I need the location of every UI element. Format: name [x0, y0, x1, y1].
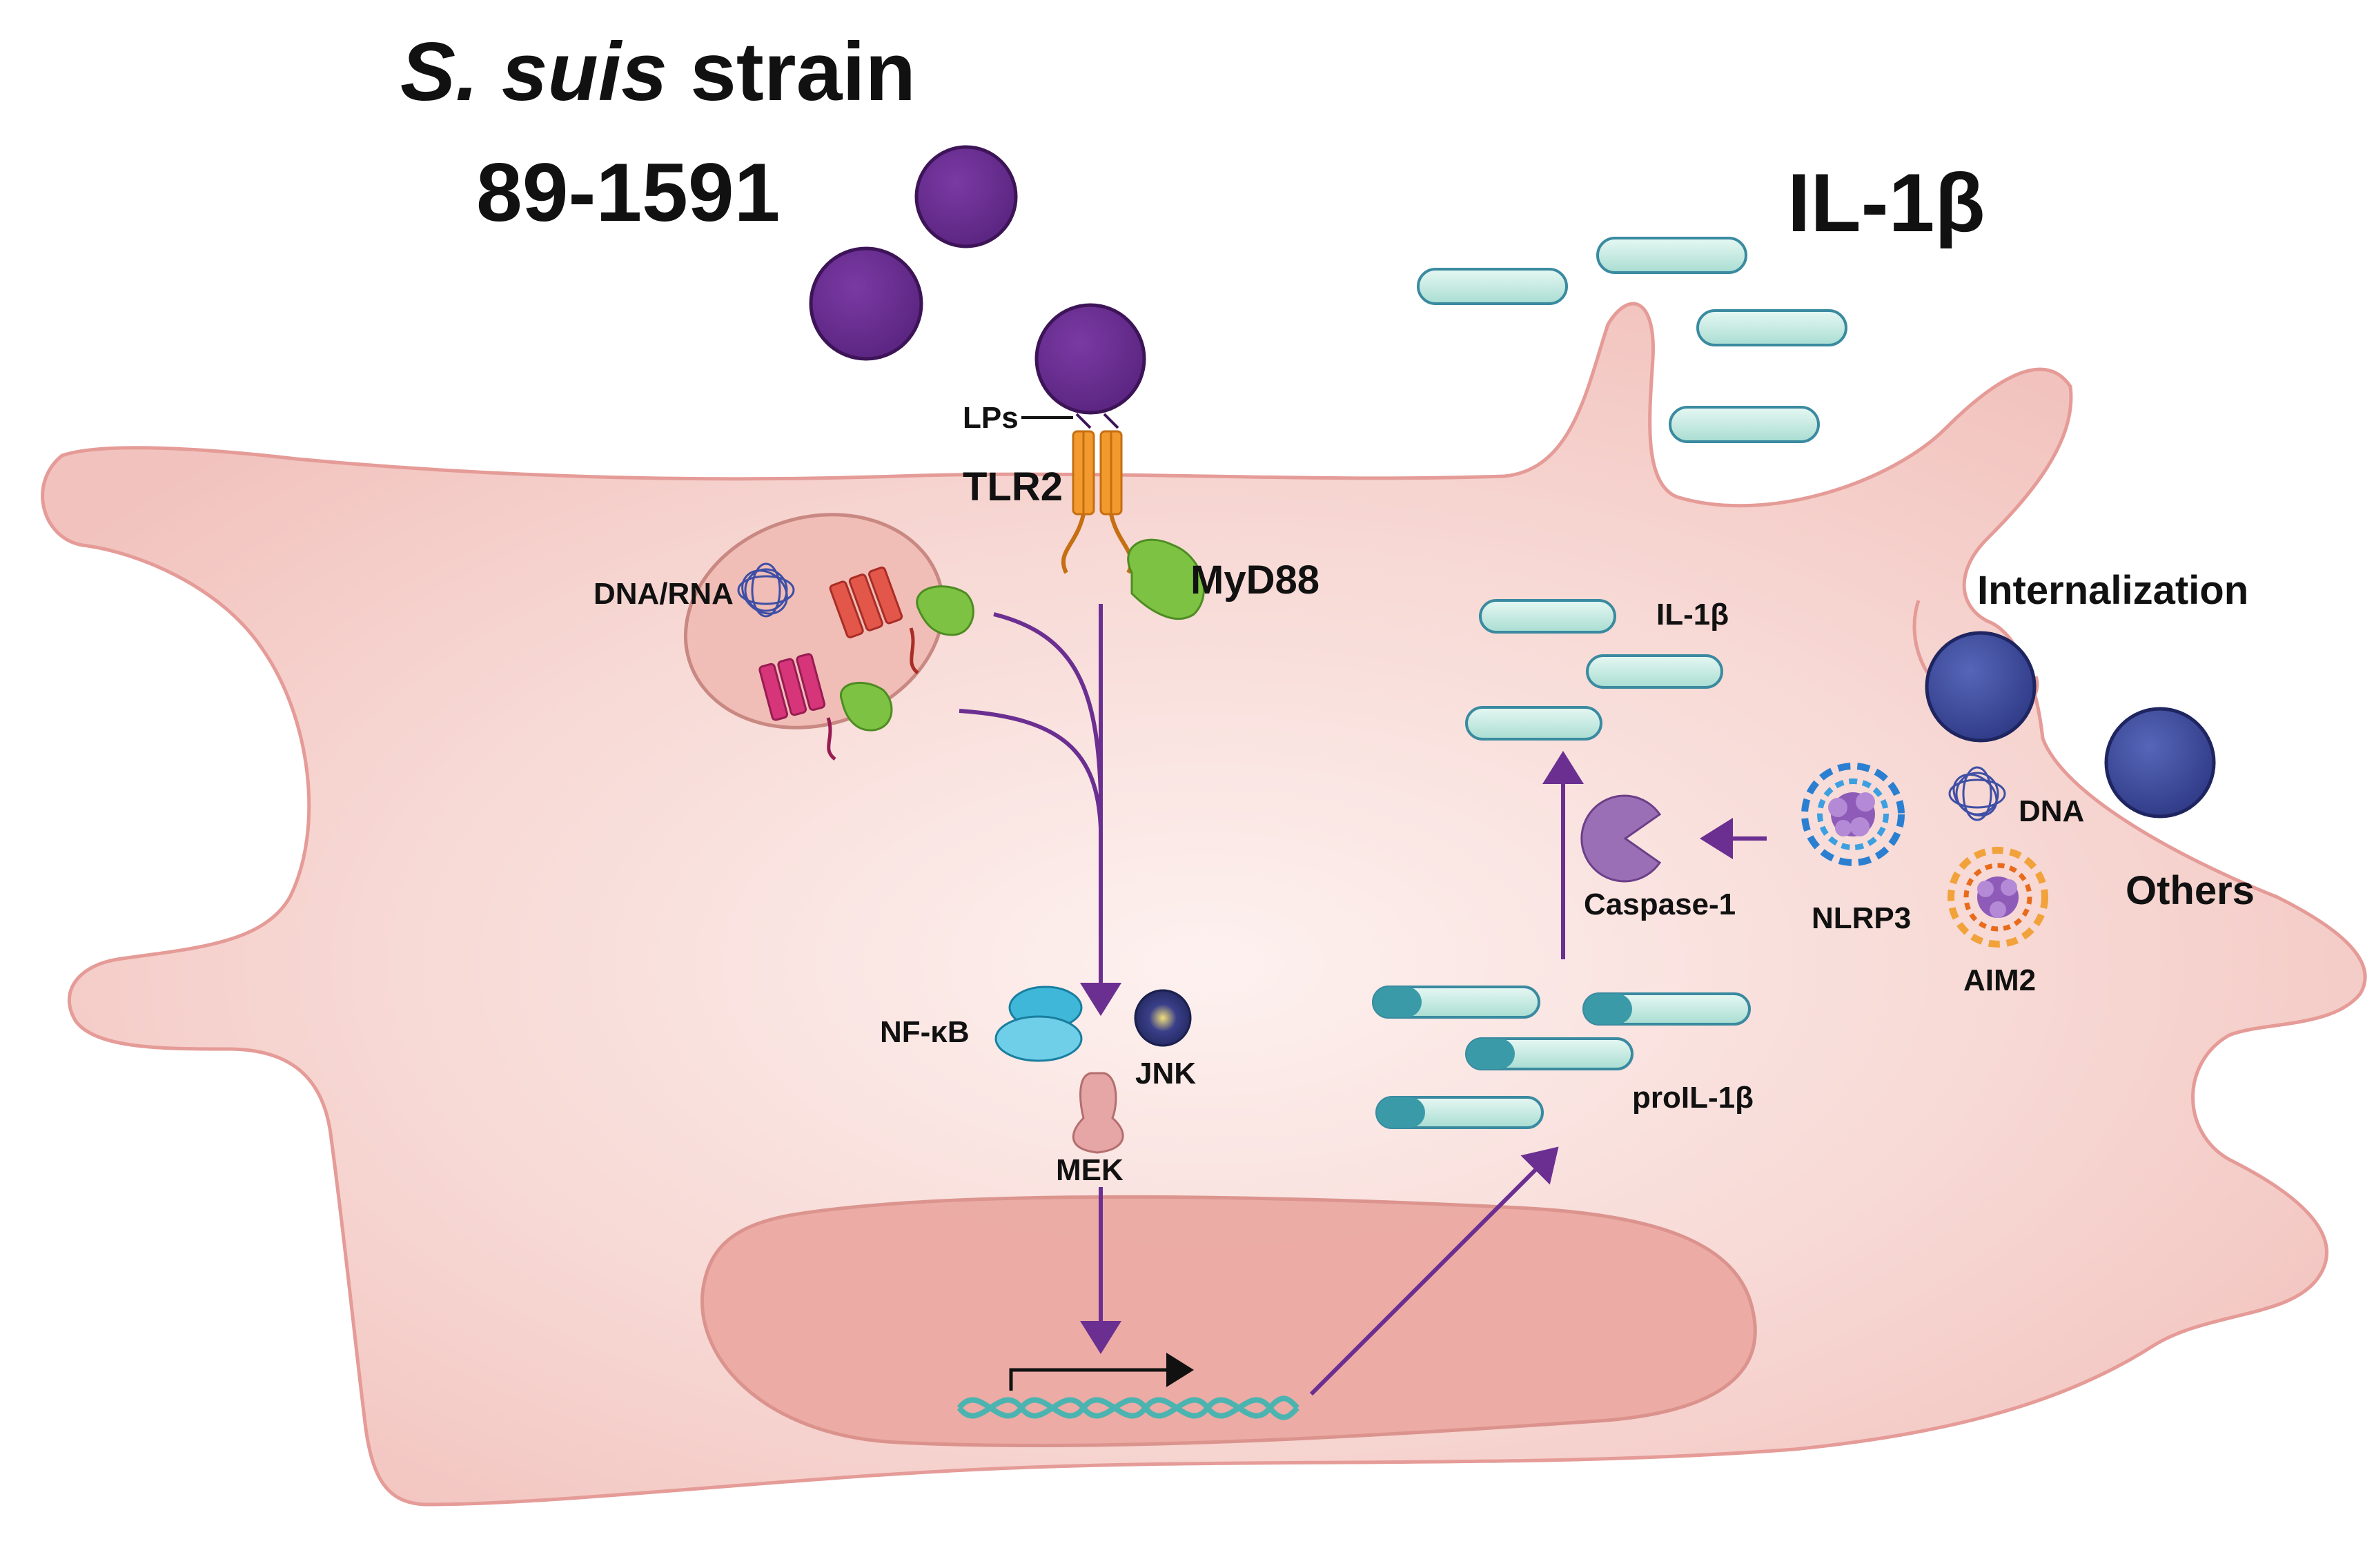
aim2-inflammasome [1948, 847, 2048, 948]
secreted-il1b-group [1417, 237, 1847, 443]
il1b-inner-label: IL-1β [1656, 598, 1729, 631]
il1b-rod [1465, 706, 1602, 741]
il1b-rod [1669, 406, 1820, 443]
cell-membrane [41, 302, 2367, 1507]
dna-helix [957, 1395, 1299, 1420]
others-label: Others [2126, 868, 2255, 913]
aim2-label: AIM2 [1963, 963, 2036, 997]
dna-rna-tangle [737, 562, 795, 618]
caspase1-label: Caspase-1 [1584, 888, 1736, 921]
nucleus [700, 1195, 1757, 1448]
tlr2-label: TLR2 [963, 464, 1063, 509]
pro-il1b-rod [1582, 992, 1751, 1026]
nfkb-complex [994, 986, 1083, 1062]
species-italic: S. suis [400, 26, 667, 118]
mek-kinase [1072, 1072, 1124, 1154]
pro-il1b-group [1372, 986, 1751, 1129]
jnk-label: JNK [1135, 1057, 1196, 1090]
il1b-rod [1586, 654, 1723, 689]
bacterium [1034, 303, 1146, 415]
cytosolic-dna [1948, 766, 2006, 821]
internalized-bacterium [2104, 707, 2216, 819]
endosomal-tlr [829, 566, 974, 674]
caspase1 [1580, 794, 1662, 883]
pro-il1b-rod [1375, 1096, 1544, 1129]
species-title: S. suis strain [400, 26, 916, 118]
il1b-rod [1696, 309, 1847, 346]
bacterium [809, 246, 923, 361]
dna-rna-label: DNA/RNA [594, 577, 734, 611]
strain-id: 89-1591 [476, 146, 780, 239]
transcription-arrow [1009, 1353, 1194, 1391]
internalized-bacterium [1925, 631, 2037, 743]
species-rest: strain [667, 26, 916, 118]
bacterium [914, 145, 1018, 248]
myd88-label: MyD88 [1190, 558, 1320, 602]
signaling-arrows [959, 604, 1767, 1396]
nlrp3-label: NLRP3 [1812, 901, 1911, 935]
il1b-rod [1479, 599, 1616, 634]
pro-il1b-rod [1372, 986, 1540, 1019]
mek-label: MEK [1056, 1153, 1124, 1187]
il1b-rod [1417, 268, 1568, 305]
il1b-rod [1596, 237, 1747, 274]
mature-il1b-group [1465, 599, 1723, 741]
myd88-adaptor [1127, 538, 1205, 620]
secreted-il1b-title: IL-1β [1787, 157, 1985, 249]
dna-label: DNA [2019, 794, 2084, 828]
lps-label: LPs [963, 401, 1019, 435]
proil1b-label: proIL-1β [1632, 1081, 1754, 1115]
nfkb-label: NF-κB [880, 1015, 970, 1049]
pro-il1b-rod [1465, 1037, 1634, 1070]
internalization-label: Internalization [1977, 568, 2248, 613]
jnk-kinase [1134, 989, 1192, 1047]
endosomal-tlr [758, 653, 893, 761]
nlrp3-inflammasome [1801, 763, 1905, 866]
